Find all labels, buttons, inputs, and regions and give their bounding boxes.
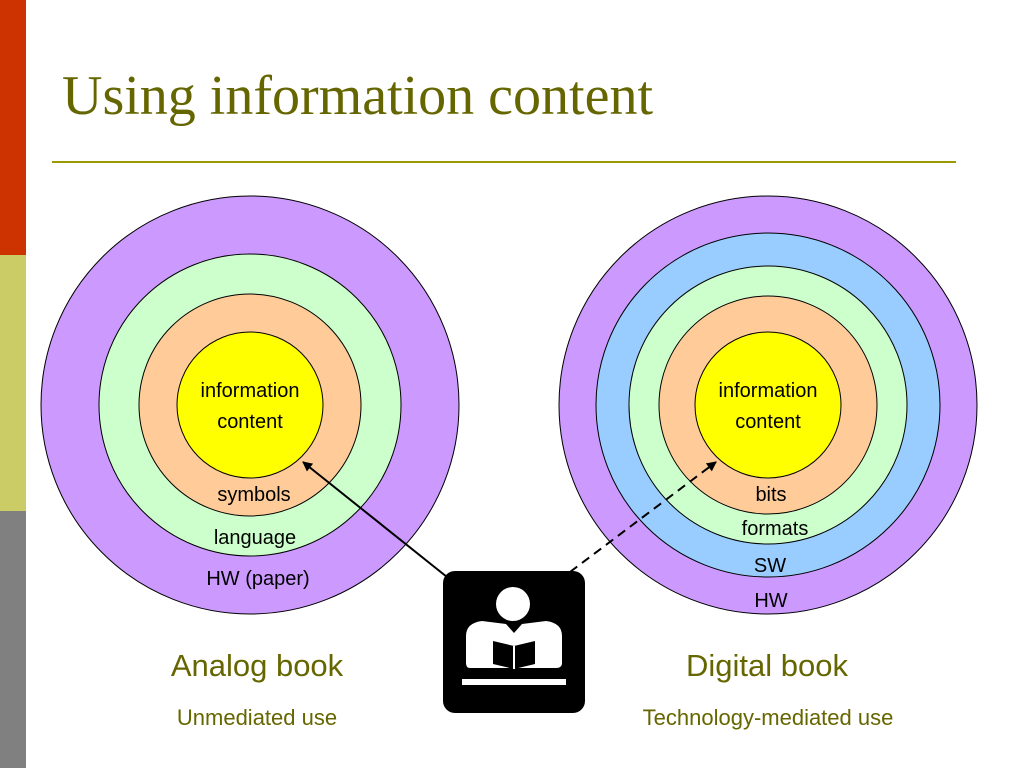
digital-ring-label-formats: formats: [742, 518, 809, 540]
digital-core-label-line2: content: [735, 411, 801, 433]
digital-subcaption: Technology-mediated use: [642, 705, 894, 730]
sidebar-accent-olive: [0, 255, 26, 511]
sidebar-accent-red: [0, 0, 26, 255]
digital-ring-label-bits: bits: [755, 484, 786, 506]
mediated-arrow: [569, 461, 717, 573]
digital-diagram: information content bits formats SW HW: [558, 195, 978, 615]
analog-core-label-line2: content: [217, 411, 283, 433]
analog-ring-label-language: language: [214, 527, 296, 549]
slide-title: Using information content: [62, 65, 654, 127]
digital-ring-label-hw: HW: [754, 590, 787, 612]
sidebar-accent-gray: [0, 511, 26, 768]
digital-caption: Digital book: [686, 648, 848, 683]
analog-core-label-line1: information: [201, 380, 300, 402]
analog-core-circle: [176, 331, 324, 479]
analog-subcaption: Unmediated use: [176, 705, 338, 730]
reader-icon: [443, 571, 585, 713]
title-divider: [52, 161, 956, 163]
digital-ring-label-sw: SW: [754, 555, 786, 577]
analog-caption: Analog book: [170, 648, 344, 683]
digital-core-circle: [694, 331, 842, 479]
analog-ring-label-symbols: symbols: [217, 484, 290, 506]
digital-core-label-line1: information: [719, 380, 818, 402]
analog-ring-label-hw: HW (paper): [206, 568, 309, 590]
analog-diagram: information content symbols language HW …: [40, 195, 460, 615]
unmediated-arrow: [302, 461, 448, 578]
